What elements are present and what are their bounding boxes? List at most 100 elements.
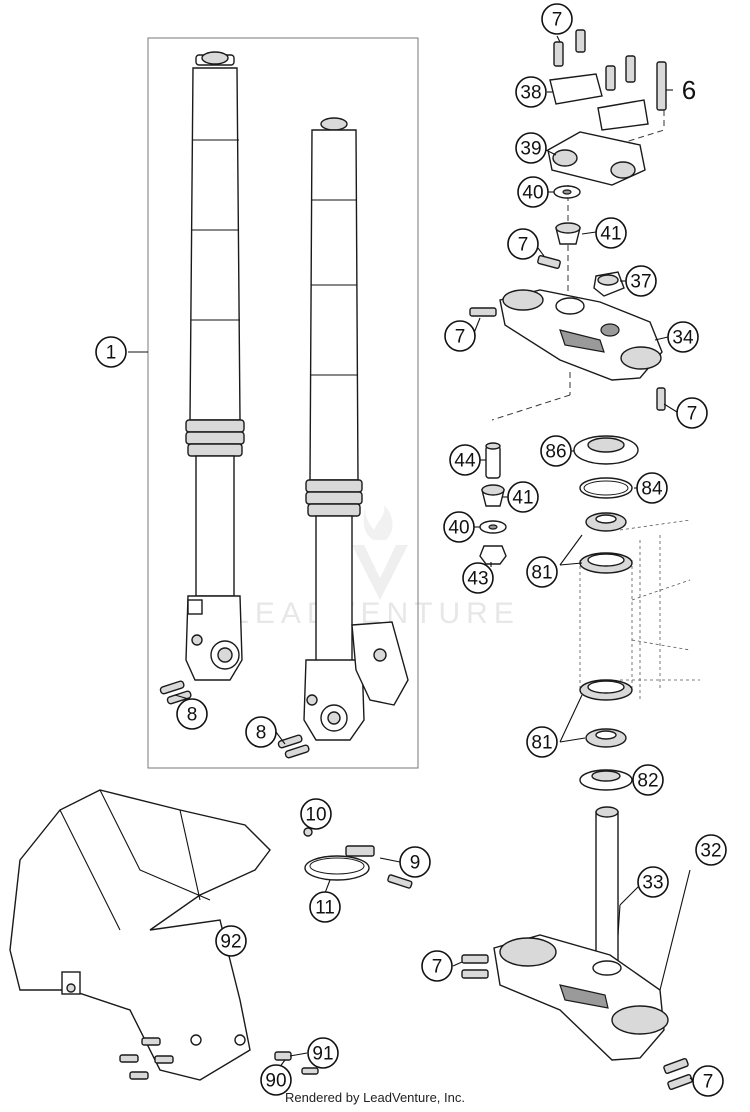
callout-40-mid: 40	[443, 511, 475, 543]
callout-8-left-text: 8	[187, 705, 198, 726]
callout-81-bottom: 81	[526, 726, 558, 758]
callout-82-text: 82	[637, 771, 658, 792]
callout-11-text: 11	[315, 898, 335, 919]
callout-37-text: 37	[630, 272, 651, 293]
callout-81-bottom-text: 81	[531, 733, 552, 754]
callout-44: 44	[449, 444, 481, 476]
callout-33: 33	[637, 866, 669, 898]
callout-43: 43	[462, 562, 494, 594]
nut-43	[479, 545, 507, 565]
callout-86: 86	[540, 435, 572, 467]
bearing-81-bottom	[585, 728, 627, 748]
footer-credit: Rendered by LeadVenture, Inc.	[285, 1090, 465, 1105]
seal-82	[579, 769, 633, 791]
callout-7-right: 7	[676, 397, 708, 429]
callout-10: 10	[300, 798, 332, 830]
fork-assembly-frame	[147, 37, 419, 769]
callout-11: 11	[309, 891, 341, 923]
callout-86-text: 86	[545, 442, 566, 463]
left-fork-leg	[185, 51, 245, 681]
callout-40-top: 40	[517, 176, 549, 208]
callout-10-text: 10	[305, 805, 326, 826]
callout-40-top-text: 40	[522, 183, 543, 204]
washer-40-top	[553, 185, 581, 199]
callout-39: 39	[515, 132, 547, 164]
callout-8-left: 8	[176, 698, 208, 730]
fork-screws-left	[159, 680, 192, 705]
callout-82: 82	[632, 764, 664, 796]
oring-84	[579, 477, 633, 499]
callout-39-text: 39	[520, 139, 541, 160]
front-fender-92	[9, 789, 271, 1081]
callout-7-right-text: 7	[687, 404, 698, 425]
callout-81-top: 81	[526, 556, 558, 588]
callout-7-bottom-right-text: 7	[703, 1072, 714, 1093]
bearing-81-top	[585, 512, 627, 532]
callout-34-text: 34	[672, 328, 694, 349]
callout-43-text: 43	[467, 569, 488, 590]
callout-8-right: 8	[245, 716, 277, 748]
steering-stem-33	[595, 806, 619, 963]
dust-seal-86	[573, 435, 639, 465]
callout-41-mid-text: 41	[512, 488, 533, 509]
lower-clamp-screws-left	[461, 954, 489, 979]
lower-clamp-screws-right	[663, 1058, 693, 1090]
callout-32-text: 32	[700, 841, 721, 862]
callout-7-bottom-left: 7	[421, 950, 453, 982]
fender-screws	[119, 1037, 319, 1080]
callout-9-text: 9	[410, 853, 421, 874]
callout-38-text: 38	[520, 83, 541, 104]
callout-7-mid-text: 7	[518, 235, 529, 256]
callout-84: 84	[636, 472, 668, 504]
top-screws	[553, 29, 667, 111]
callout-41-top-text: 41	[600, 224, 621, 245]
callout-7-left-text: 7	[455, 327, 466, 348]
callout-84-text: 84	[641, 479, 663, 500]
handlebar-clamps-38	[549, 73, 649, 131]
callout-92-text: 92	[220, 932, 241, 953]
washer-40-mid	[479, 520, 507, 534]
callout-91: 91	[307, 1037, 339, 1069]
screw-7-right	[656, 387, 666, 411]
right-fork-leg	[303, 117, 409, 741]
screw-9	[387, 874, 413, 889]
callout-90: 90	[260, 1064, 292, 1096]
callout-92: 92	[215, 925, 247, 957]
callout-8-right-text: 8	[256, 723, 267, 744]
callout-41-top: 41	[595, 217, 627, 249]
sleeve-44	[485, 442, 501, 479]
frame-head-tube	[579, 519, 700, 701]
callout-90-text: 90	[265, 1071, 286, 1092]
callout-7-top: 7	[541, 3, 573, 35]
callout-41-mid: 41	[507, 481, 539, 513]
lower-triple-clamp-32	[493, 934, 669, 1061]
callout-6-text: 6	[682, 75, 696, 105]
spacer-41-top	[555, 222, 581, 245]
callout-37: 37	[625, 265, 657, 297]
screw-7-left	[469, 307, 497, 317]
nut-37	[593, 271, 625, 297]
upper-triple-clamp-34	[499, 289, 663, 381]
screw-7-mid	[537, 255, 561, 269]
callout-44-text: 44	[454, 451, 476, 472]
callout-40-mid-text: 40	[448, 518, 469, 539]
callout-91-text: 91	[312, 1044, 333, 1065]
callout-7-mid: 7	[507, 228, 539, 260]
callout-81-top-text: 81	[531, 563, 552, 584]
callout-6: 6	[682, 75, 696, 105]
callout-7-left: 7	[444, 320, 476, 352]
callout-7-bottom-right: 7	[692, 1065, 724, 1097]
callout-9: 9	[399, 846, 431, 878]
handlebar-mount-39	[547, 131, 646, 186]
callout-34: 34	[667, 321, 699, 353]
callout-7-bottom-left-text: 7	[432, 957, 443, 978]
callout-32: 32	[695, 834, 727, 866]
spacer-41-mid	[481, 484, 505, 507]
callout-1: 1	[95, 336, 127, 368]
callout-38: 38	[515, 76, 547, 108]
clamp-11	[304, 845, 375, 881]
nut-10	[303, 827, 313, 837]
fork-screws-right	[277, 734, 310, 759]
callout-33-text: 33	[642, 873, 663, 894]
